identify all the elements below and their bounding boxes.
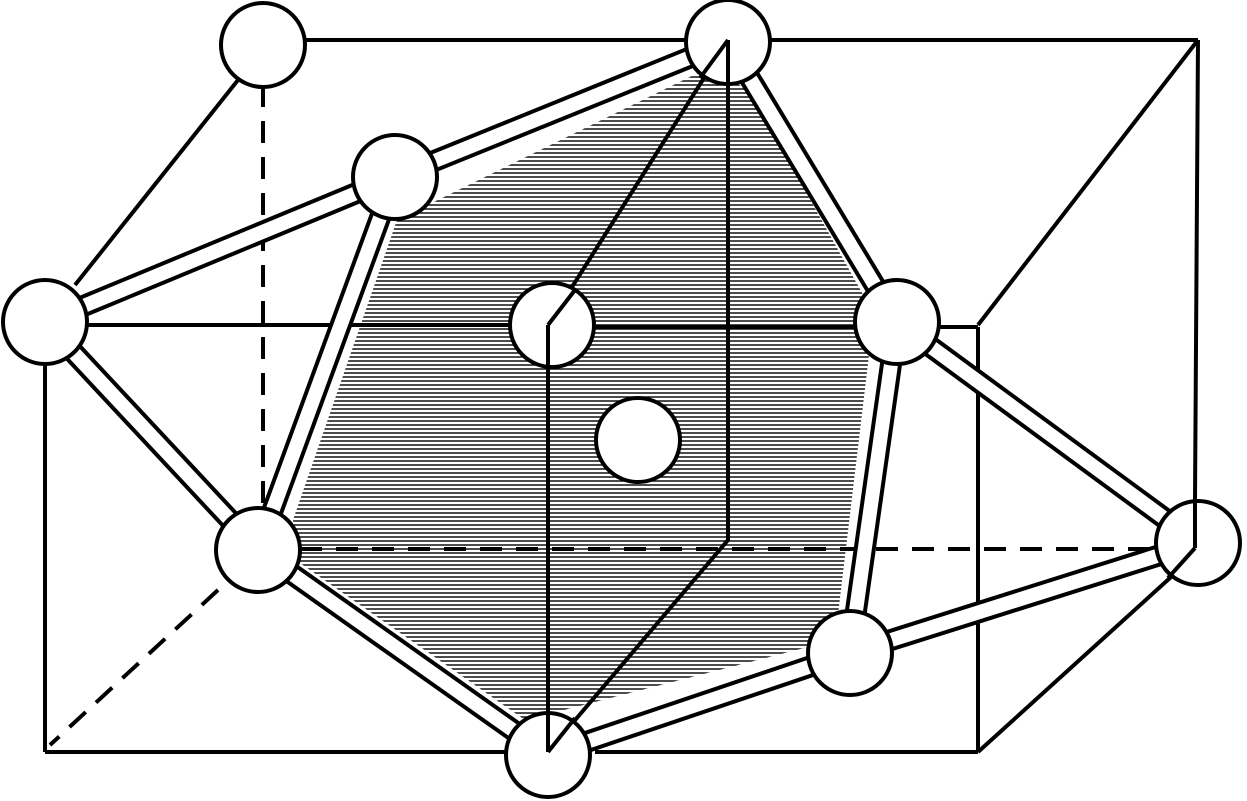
axis-mark (546, 288, 577, 327)
atom (853, 278, 941, 366)
bond-edge (432, 62, 697, 173)
atom (1154, 499, 1242, 587)
bond-body (76, 183, 364, 316)
unit-cell-frame (43, 38, 1200, 754)
bond-edge (586, 671, 818, 754)
bond-edge (293, 562, 524, 728)
bond-body (922, 337, 1173, 528)
bond-edge (738, 78, 872, 296)
hidden-edges (48, 85, 1160, 747)
axis-mark (698, 38, 730, 80)
atom (508, 281, 596, 369)
atom (214, 506, 302, 594)
bond-edge (580, 654, 812, 737)
bond-edge (260, 208, 376, 512)
axis-line (546, 40, 730, 754)
cell-edge (73, 78, 240, 287)
atom (219, 1, 307, 89)
atom-axis-marks (546, 38, 1197, 754)
bond-edge (844, 358, 885, 615)
bond-edge (75, 181, 358, 301)
atom (504, 711, 592, 799)
bond-edge (921, 350, 1164, 530)
bond-body (426, 47, 697, 172)
cell-edge (976, 38, 1200, 327)
cell-edge (976, 556, 1194, 754)
bond-edge (882, 543, 1160, 635)
axis-mark (546, 716, 577, 754)
bond-edge (277, 215, 393, 519)
bond-body (883, 545, 1165, 651)
bond-body (283, 564, 523, 741)
bond-edge (282, 577, 513, 743)
atom (351, 133, 439, 221)
bond-body (581, 656, 817, 752)
atom (1, 278, 89, 366)
cell-edge (1193, 39, 1200, 501)
hidden-edge (48, 588, 220, 747)
atom (806, 609, 894, 697)
bond-edge (82, 198, 365, 318)
bonds (62, 46, 1174, 754)
bond-body (262, 209, 391, 518)
axis-mark (1166, 546, 1197, 580)
atom (594, 396, 682, 484)
bond-edge (931, 335, 1174, 515)
bond-edge (426, 46, 691, 157)
bond-edge (76, 342, 241, 518)
bond-edge (62, 354, 227, 530)
bond-edge (753, 68, 887, 286)
bond-edge (888, 561, 1166, 653)
bond-edge (862, 360, 903, 617)
bond-body (846, 358, 901, 617)
bond-body (64, 343, 239, 529)
bond-body (739, 69, 886, 295)
